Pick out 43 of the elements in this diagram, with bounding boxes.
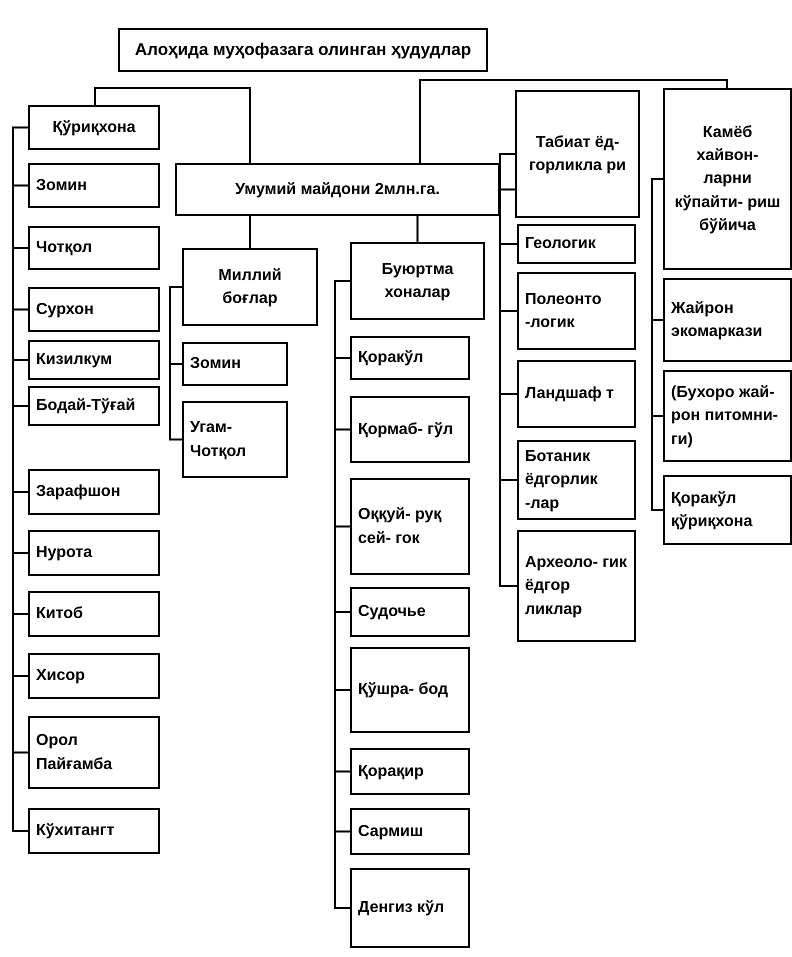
connector-line	[651, 178, 663, 511]
item-box: Хисор	[28, 653, 160, 699]
category-box: Қўриқхона	[28, 105, 160, 150]
item-box: Кизилкум	[28, 340, 160, 380]
category-box: Камёб хайвон- ларни кўпайти- риш бўйича	[663, 88, 792, 270]
item-box: Сурхон	[28, 287, 160, 332]
item-box: Орол Пайғамба	[28, 716, 160, 789]
item-box: Оққуй- руқ сей- гок	[350, 478, 470, 575]
item-box: Ботаник ёдгорлик -лар	[517, 440, 636, 520]
connector-line	[249, 216, 251, 248]
connector-line	[419, 79, 728, 163]
connector-line	[169, 286, 182, 440]
item-box: Чотқол	[28, 226, 160, 270]
connector-line	[416, 216, 418, 242]
item-box: Кўхитангт	[28, 808, 160, 854]
item-box: Ландшаф т	[517, 360, 636, 428]
category-box: Миллий боғлар	[182, 248, 318, 326]
item-box: Қўшра- бод	[350, 647, 470, 733]
item-box: Денгиз кўл	[350, 868, 470, 948]
item-box: Қормаб- гўл	[350, 396, 470, 463]
item-box: Археоло- гик ёдгор ликлар	[517, 530, 636, 642]
item-box: Зомин	[182, 342, 288, 386]
item-box: Нурота	[28, 530, 160, 576]
item-box: Геологик	[517, 224, 636, 264]
title-box: Алоҳида муҳофазага олинган ҳудудлар	[118, 28, 488, 72]
item-box: Зарафшон	[28, 469, 160, 515]
category-box: Табиат ёд- горликла ри	[515, 90, 640, 218]
item-box: Қоракўл	[350, 336, 470, 380]
item-box: Китоб	[28, 591, 160, 637]
item-box: Қорақир	[350, 748, 470, 795]
item-box: Полеонто -логик	[517, 272, 636, 350]
item-box: Судочье	[350, 587, 470, 637]
item-box: Зомин	[28, 163, 160, 208]
item-box: (Бухоро жай-рон питомни- ги)	[663, 370, 792, 462]
item-box: Қоракўл қўриқхона	[663, 475, 792, 545]
item-box: Угам- Чотқол	[182, 401, 288, 478]
category-box: Буюртма хоналар	[350, 242, 485, 320]
item-box: Жайрон экомаркази	[663, 278, 792, 362]
connector-line	[94, 87, 251, 163]
summary-box: Умумий майдони 2млн.га.	[175, 163, 500, 216]
connector-line	[500, 188, 515, 190]
item-box: Бодай-Тўғай	[28, 386, 160, 426]
item-box: Сармиш	[350, 808, 470, 855]
